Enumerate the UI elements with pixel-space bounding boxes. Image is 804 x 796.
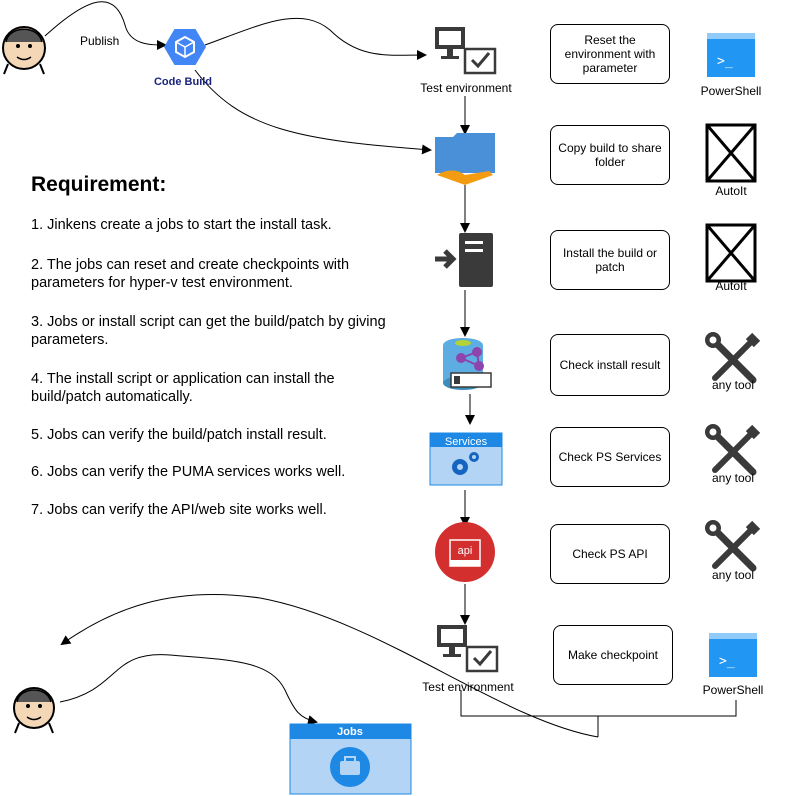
requirement-item: 4. The install script or application can… [31, 371, 335, 405]
tool-label: any tool [711, 471, 755, 485]
codebuild-to-share-connector [194, 69, 432, 155]
step-box: Check install result [550, 334, 670, 396]
publish-connector [44, 1, 167, 50]
bracket-connector [460, 690, 737, 737]
requirement-item: 2. The jobs can reset and create checkpo… [31, 257, 350, 291]
requirement-item: 5. Jobs can verify the build/patch insta… [31, 427, 327, 443]
wrench-screwdriver-icon [705, 332, 761, 384]
test-env-label-bottom: Test environment [422, 680, 514, 694]
install-server-icon [435, 233, 493, 287]
api-label: api [458, 545, 473, 557]
step-box: Check PS Services [550, 427, 670, 487]
requirement-item: 6. Jobs can verify the PUMA services wor… [31, 464, 346, 480]
services-icon [429, 432, 503, 486]
powershell-prompt: >_ [717, 54, 733, 69]
return-to-jenkins-connector [60, 594, 599, 738]
requirement-item: 3. Jobs or install script can get the bu… [31, 314, 386, 348]
tool-label: any tool [711, 568, 755, 582]
powershell-icon: >_ [709, 633, 757, 677]
test-env-label-top: Test environment [420, 81, 512, 95]
jenkins-logo-top [2, 26, 46, 75]
requirement-item: 7. Jobs can verify the API/web site work… [31, 502, 327, 518]
step-box: Reset the environment with parameter [550, 24, 670, 84]
test-env-icon-top [435, 27, 497, 75]
autoit-placeholder-icon [705, 123, 757, 183]
wrench-screwdriver-icon [705, 424, 761, 476]
tool-label: PowerShell [702, 683, 764, 697]
connectors [44, 1, 737, 738]
jobs-header-label: Jobs [337, 726, 363, 738]
tool-label: AutoIt [715, 184, 747, 198]
services-header-label: Services [445, 436, 488, 448]
powershell-icon: >_ [707, 33, 755, 77]
jobs-icon [289, 723, 412, 795]
step-box: Install the build or patch [550, 230, 670, 290]
share-folder-icon [435, 133, 495, 185]
step-box: Check PS API [550, 524, 670, 584]
codebuild-to-testenv-connector [204, 17, 427, 61]
tool-label: PowerShell [700, 84, 762, 98]
tool-label: any tool [711, 378, 755, 392]
requirement-item: 1. Jinkens create a jobs to start the in… [31, 217, 332, 233]
api-icon [435, 522, 495, 582]
publish-label: Publish [80, 34, 119, 48]
jenkins-logo-bottom [13, 687, 55, 734]
tool-icons: >_ >_ [705, 33, 761, 677]
code-build-label: Code Build [154, 76, 212, 88]
jenkins-to-jobs-connector [59, 654, 318, 725]
requirement-title: Requirement: [31, 173, 167, 196]
step-box: Make checkpoint [553, 625, 673, 685]
install-result-icon [443, 338, 492, 390]
code-build-icon [164, 29, 206, 65]
tool-label: AutoIt [715, 279, 747, 293]
powershell-prompt: >_ [719, 654, 735, 669]
autoit-placeholder-icon [705, 223, 757, 283]
wrench-screwdriver-icon [705, 520, 761, 572]
step-box: Copy build to share folder [550, 125, 670, 185]
test-env-icon-bottom [437, 625, 499, 673]
